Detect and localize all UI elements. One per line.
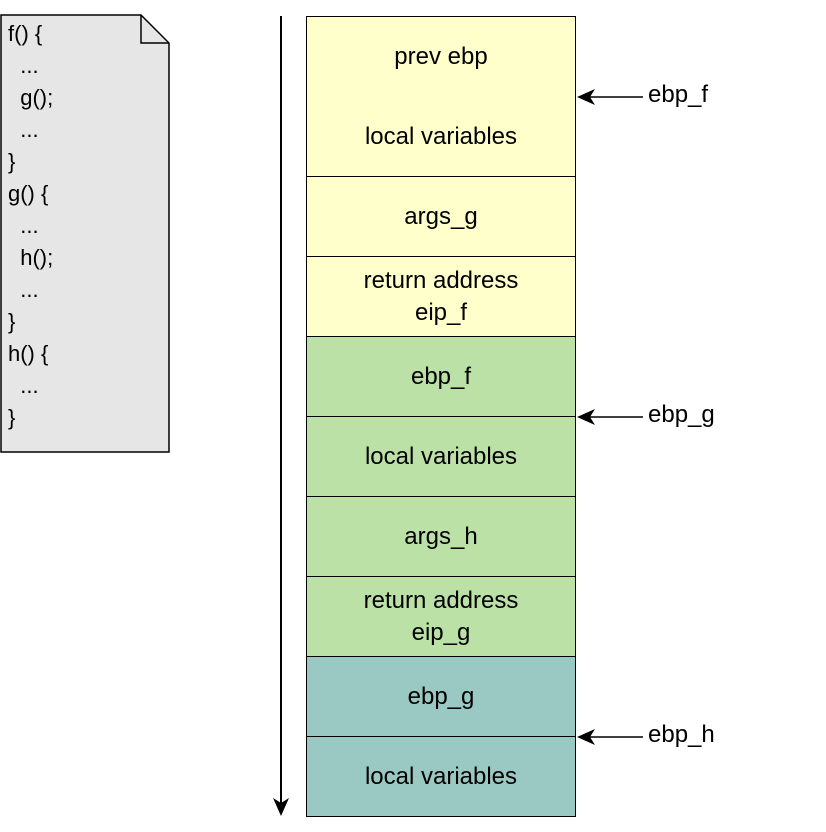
pointer-label: ebp_g [648,401,715,428]
code-line: ... [8,53,39,78]
code-line: } [8,405,16,430]
code-line: } [8,309,16,334]
pointer-label: ebp_f [648,81,709,108]
stack-cell-text: args_h [404,522,478,550]
stack-cell-text: ebp_g [407,682,475,710]
stack-cell-text: eip_f [414,298,468,326]
stack-cell: ebp_g [306,657,576,737]
stack-cell: local variables [306,97,576,177]
stack-cell: args_h [306,497,576,577]
stack-cell-text: return address [363,266,519,294]
code-line: ... [8,277,39,302]
stack-cell-text: prev ebp [394,43,488,70]
stack-cell-text: local variables [364,122,518,150]
stack-cell-text: args_g [404,202,478,230]
code-line: ... [8,373,39,398]
stack-growth-arrowhead [273,798,289,816]
pointer-arrowhead [577,729,595,745]
stack-cell: ebp_f [306,337,576,417]
stack-cell: local variables [306,737,576,817]
code-document: f() { ... g(); ...} g() { ... h(); ...} h(… [0,0,172,456]
code-line: h() { [8,341,49,366]
code-line: g() { [8,181,49,206]
stack-cell: return address eip_g [306,577,576,657]
stack-cell-text: ebp_f [410,362,472,390]
code-line: } [8,149,16,174]
pointer-arrowhead [577,409,595,425]
pointer-label: ebp_h [648,721,715,748]
code-line: g(); [8,85,54,110]
code-line: ... [8,213,39,238]
pointer-arrowhead [577,89,595,105]
stack-cell: return address eip_f [306,257,576,337]
code-line: ... [8,117,39,142]
stack-cell: args_g [306,177,576,257]
stack-cell-text: local variables [364,442,518,470]
code-line: h(); [8,245,54,270]
stack-cell-text: return address [363,586,519,614]
stack-cell: local variables [306,417,576,497]
code-line: f() { [8,21,43,46]
stack-cell-text: eip_g [411,618,471,646]
stack-cell-text: local variables [364,762,518,790]
stack-cell: prev ebp [306,16,576,98]
document-shape [0,14,170,453]
